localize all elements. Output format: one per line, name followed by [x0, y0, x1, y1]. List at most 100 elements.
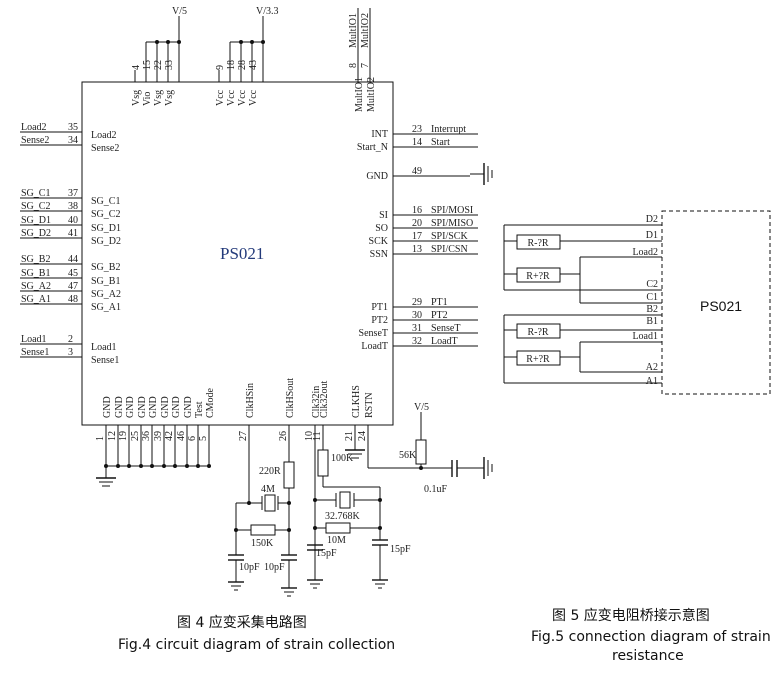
top-pin-name: Vio [142, 92, 153, 106]
bridge-pin-label: A1 [646, 376, 658, 387]
fig4-caption-cn: 图 4 应变采集电路图 [177, 614, 307, 631]
left-pin-number: 35 [68, 122, 78, 133]
right-pin-number: 32 [412, 336, 422, 347]
right-net-label: Interrupt [431, 124, 466, 135]
left-pin-name: Sense1 [91, 355, 119, 366]
gnd-bus [96, 465, 209, 487]
r10m-resistor [325, 522, 351, 534]
c10b-label: 10pF [264, 562, 285, 573]
bottom-pin-number: 46 [176, 431, 187, 441]
ps021-chip-label: PS021 [220, 244, 264, 263]
left-pin-number: 38 [68, 201, 78, 212]
bottom-pin-number: 6 [187, 436, 198, 441]
left-net-label: SG_B1 [21, 268, 50, 279]
fig4-caption-en: Fig.4 circuit diagram of strain collecti… [118, 637, 395, 653]
r56k-label: 56K [399, 450, 417, 461]
left-pin-name: SG_C1 [91, 196, 120, 207]
left-net-label: SG_B2 [21, 254, 50, 265]
bridge-resistor-label: R+?R [526, 354, 550, 365]
left-pin-name: SG_A1 [91, 302, 121, 313]
bottom-pin-number: 21 [344, 431, 355, 441]
bottom-pin-number: 1 [95, 436, 106, 441]
multio-net-label: MultIO1 [348, 13, 359, 48]
bottom-pin-number: 19 [118, 431, 129, 441]
bottom-pin-number: 42 [164, 431, 175, 441]
left-net-label: SG_D1 [21, 215, 51, 226]
xtal-4m [264, 494, 276, 512]
xtal-32k [339, 491, 351, 509]
v5-label: V/5 [172, 6, 187, 17]
bottom-pin-number: 27 [238, 431, 249, 441]
fig5-caption-en-2: resistance [612, 648, 684, 664]
right-pin-name: SO [375, 223, 388, 234]
bottom-pin-name: GND [102, 396, 113, 418]
bridge-pin-label: B2 [646, 304, 658, 315]
bottom-pin-name: CLKHS [351, 385, 362, 418]
top-pin-number: 22 [153, 60, 164, 70]
left-pin-number: 40 [68, 215, 78, 226]
r56k-resistor [415, 439, 427, 465]
bridge-resistor-label: R-?R [527, 327, 548, 338]
left-net-label: Sense1 [21, 347, 49, 358]
hs-oscillator: 220R 4M 150K 10pF 10pF [228, 425, 297, 597]
left-pin-number: 37 [68, 188, 78, 199]
multio-pin-name: MultIO2 [366, 77, 377, 112]
xtal-4m-label: 4M [261, 484, 275, 495]
top-pin-number: 15 [142, 60, 153, 70]
right-pin-number: 23 [412, 124, 422, 135]
v33-power-rail: V/3.3 [218, 6, 279, 82]
right-net-label: PT1 [431, 297, 448, 308]
top-pin-name: Vcc [237, 89, 248, 106]
ps021-fig5-label: PS021 [700, 298, 742, 314]
v5-power-rail: V/5 [134, 6, 187, 82]
right-net-label: SenseT [431, 323, 460, 334]
left-pin-name: Load2 [91, 130, 117, 141]
right-net-label: SPI/SCK [431, 231, 468, 242]
top-pin-number: 28 [237, 60, 248, 70]
bottom-pin-number: 25 [130, 431, 141, 441]
right-net-label: SPI/MISO [431, 218, 473, 229]
bottom-pin-number: 5 [198, 436, 209, 441]
r150-resistor [250, 524, 276, 536]
xtal-32k-label: 32.768K [325, 511, 361, 522]
left-net-label: SG_C2 [21, 201, 50, 212]
right-pin-number: 20 [412, 218, 422, 229]
right-pin-number: 29 [412, 297, 422, 308]
bottom-pin-name: ClkHSout [285, 378, 296, 418]
bottom-pin-name: GND [114, 396, 125, 418]
left-pin-number: 41 [68, 228, 78, 239]
left-net-label: SG_A1 [21, 294, 51, 305]
left-pin-name: SG_D1 [91, 223, 121, 234]
bottom-pin-name: Clk32out [319, 381, 330, 418]
bottom-pin-number: 26 [278, 431, 289, 441]
bottom-pin-name: ClkHSin [245, 383, 256, 418]
top-pin-name: Vsg [153, 90, 164, 106]
v33-label: V/3.3 [256, 6, 279, 17]
left-pin-number: 44 [68, 254, 78, 265]
r100k-label: 100K [331, 453, 354, 464]
left-net-label: Load1 [21, 334, 47, 345]
left-pin-number: 47 [68, 281, 78, 292]
left-pin-number: 48 [68, 294, 78, 305]
right-pin-name: INT [371, 129, 388, 140]
bridge-resistors: R-?RR+?RR-?RR+?R [516, 234, 561, 366]
lf-oscillator: 100K 32.768K 10M 15pF 15pF [307, 425, 411, 589]
top-pin-name: Vcc [226, 89, 237, 106]
bottom-pin-name: Test [194, 401, 205, 418]
bridge-pin-label: D1 [646, 230, 658, 241]
left-net-label: SG_C1 [21, 188, 50, 199]
right-pin-number: 17 [412, 231, 422, 242]
fig4-circuit: PS021 V/5 V/3.3 [20, 6, 493, 653]
right-pin-number: 49 [412, 166, 422, 177]
bottom-pin-name: CMode [205, 387, 216, 418]
left-pin-name: SG_C2 [91, 209, 120, 220]
right-pin-number: 13 [412, 244, 422, 255]
rst-v5-label: V/5 [414, 402, 429, 413]
bridge-resistor [516, 234, 561, 250]
top-pin-number: 9 [215, 65, 226, 70]
right-pin-number: 16 [412, 205, 422, 216]
